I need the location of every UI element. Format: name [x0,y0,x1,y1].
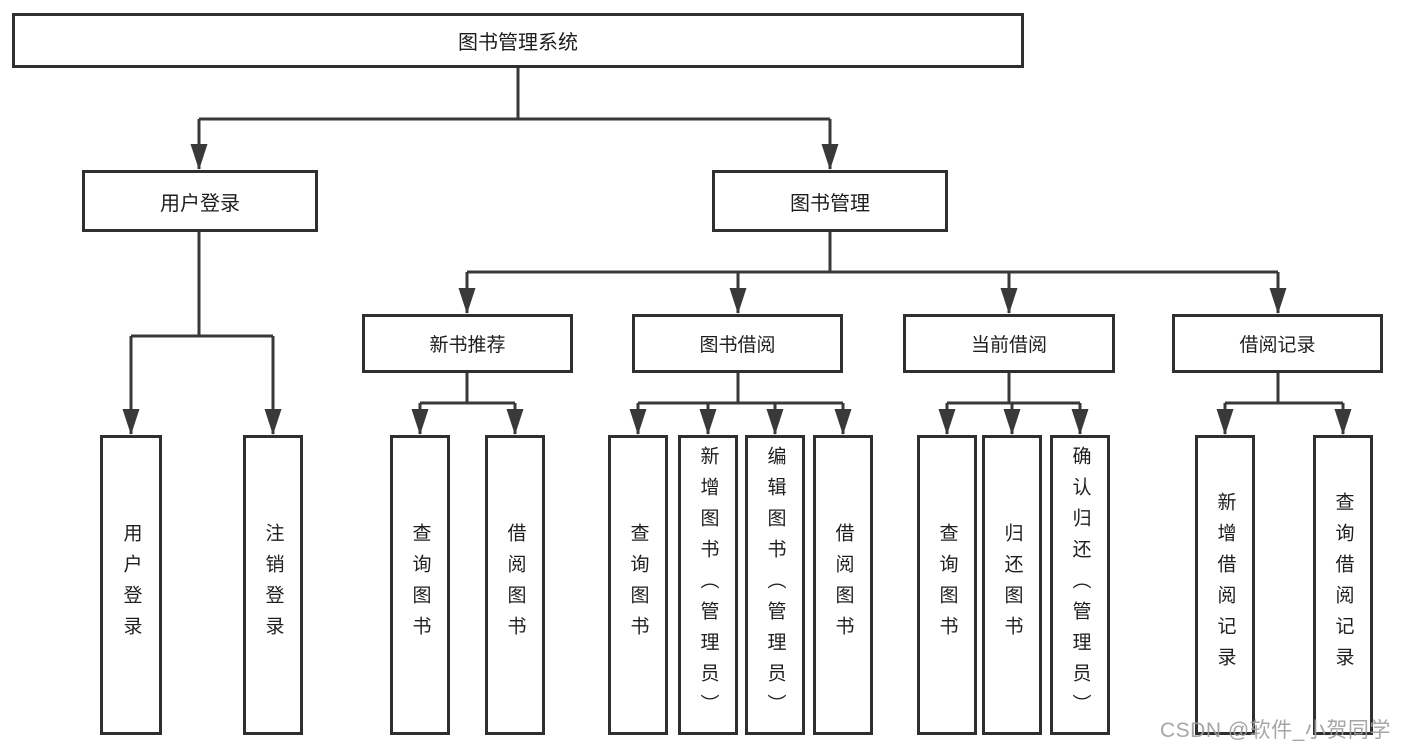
leaf-confirm-return-admin: 确认归还（管理员） [1050,435,1110,735]
leaf-user-login-label: 用户登录 [120,523,142,647]
node-user-login: 用户登录 [82,170,318,232]
leaf-return-book-label: 归还图书 [1001,523,1023,647]
node-book-management: 图书管理 [712,170,948,232]
leaf-add-book-admin: 新增图书（管理员） [678,435,738,735]
leaf-query-borrow-record-label: 查询借阅记录 [1332,492,1354,678]
leaf-confirm-return-admin-label: 确认归还（管理员） [1069,445,1091,725]
leaf-query-books-borrowing: 查询图书 [608,435,668,735]
leaf-query-books-current: 查询图书 [917,435,977,735]
leaf-user-login: 用户登录 [100,435,162,735]
leaf-add-borrow-record-label: 新增借阅记录 [1214,492,1236,678]
leaf-logout-label: 注销登录 [262,523,284,647]
leaf-query-books-recommend-label: 查询图书 [409,523,431,647]
leaf-query-books-recommend: 查询图书 [390,435,450,735]
leaf-edit-book-admin: 编辑图书（管理员） [745,435,805,735]
leaf-query-borrow-record: 查询借阅记录 [1313,435,1373,735]
leaf-borrow-books-borrowing: 借阅图书 [813,435,873,735]
leaf-return-book: 归还图书 [982,435,1042,735]
leaf-borrow-books-recommend-label: 借阅图书 [504,523,526,647]
node-new-book-recommendation: 新书推荐 [362,314,573,373]
node-current-borrowing: 当前借阅 [903,314,1115,373]
csdn-watermark: CSDN @软件_小贺同学 [1160,719,1391,742]
leaf-edit-book-admin-label: 编辑图书（管理员） [764,445,786,725]
leaf-logout: 注销登录 [243,435,303,735]
node-borrowing-records: 借阅记录 [1172,314,1383,373]
leaf-borrow-books-borrowing-label: 借阅图书 [832,523,854,647]
node-library-management-system: 图书管理系统 [12,13,1024,68]
leaf-add-book-admin-label: 新增图书（管理员） [697,445,719,725]
leaf-query-books-borrowing-label: 查询图书 [627,523,649,647]
leaf-borrow-books-recommend: 借阅图书 [485,435,545,735]
leaf-query-books-current-label: 查询图书 [936,523,958,647]
node-book-borrowing: 图书借阅 [632,314,843,373]
leaf-add-borrow-record: 新增借阅记录 [1195,435,1255,735]
